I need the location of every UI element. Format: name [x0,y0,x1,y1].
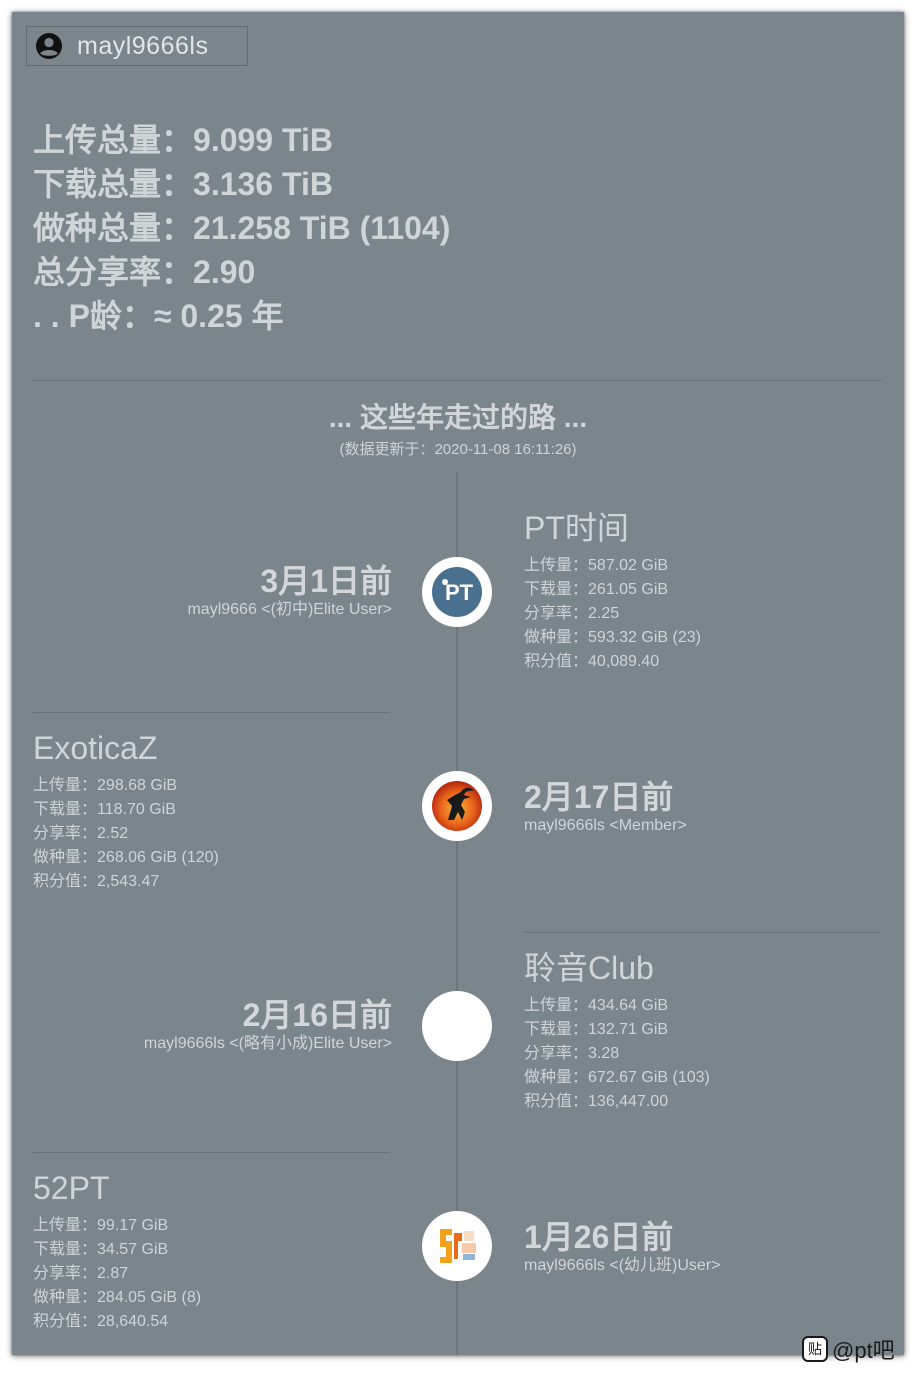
stat-label: 做种总量： [33,210,194,246]
entry-date-block: 3月1日前 mayl9666 <(初中)Elite User> [187,562,392,620]
52pt-logo-icon [440,1229,476,1263]
site-logo-52pt[interactable] [422,1211,492,1281]
site-stat: 上传量：298.68 GiB [33,777,178,794]
stat-value: 2.90 [193,254,256,290]
timeline-updated: (数据更新于：2020-11-08 16:11:26) [339,441,577,458]
stat-label: 上传总量： [33,122,194,158]
entry-date-block: 2月16日前 mayl9666ls <(略有小成)Elite User> [144,996,392,1054]
site-stat: 做种量：268.06 GiB (120) [33,849,219,866]
site-block-52pt: 52PT 上传量：99.17 GiB 下载量：34.57 GiB 分享率：2.8… [33,1168,201,1334]
site-stat: 分享率：2.87 [33,1265,129,1282]
entry-date: 2月17日前 [524,779,674,815]
stat-value: ≈ 0.25 年 [153,298,284,334]
site-name[interactable]: ExoticaZ [33,730,158,766]
site-stat: 做种量：672.67 GiB (103) [524,1069,710,1086]
stat-row-seeding: 做种总量：21.258 TiB (1104) [33,206,450,250]
site-stat: 上传量：434.64 GiB [524,997,669,1014]
username: mayl9666ls [77,31,209,60]
entry-date-block: 2月17日前 mayl9666ls <Member> [524,778,687,836]
stat-value: 3.136 TiB [193,166,333,202]
site-name[interactable]: PT时间 [524,510,629,546]
user-circle-icon [36,33,62,59]
stat-value: 21.258 TiB (1104) [193,210,451,246]
timeline-axis [456,472,458,1355]
site-stat: 上传量：587.02 GiB [524,557,669,574]
site-stat: 下载量：261.05 GiB [524,581,669,598]
divider [33,380,882,381]
profile-card: mayl9666ls 上传总量：9.099 TiB 下载总量：3.136 TiB… [12,12,904,1355]
site-stat: 分享率：2.25 [524,605,620,622]
site-stat: 分享率：3.28 [524,1045,620,1062]
entry-user: mayl9666ls <(略有小成)Elite User> [143,1035,392,1052]
stat-row-ratio: 总分享率：2.90 [33,250,450,294]
site-logo-lingyin[interactable] [422,991,492,1061]
entry-user: mayl9666ls <Member> [524,817,687,834]
pt-logo-text: PT [445,580,474,605]
entry-date: 3月1日前 [260,563,392,599]
stat-label: 总分享率： [33,254,194,290]
username-box[interactable]: mayl9666ls [26,26,248,66]
watermark: 贴 @pt吧 [802,1334,895,1364]
site-stat: 分享率：2.52 [33,825,129,842]
stat-value: 9.099 TiB [193,122,333,158]
divider [524,932,881,933]
site-stat: 积分值：2,543.47 [33,873,160,890]
site-name[interactable]: 聆音Club [524,950,654,986]
site-stat: 下载量：132.71 GiB [524,1021,669,1038]
entry-user: mayl9666 <(初中)Elite User> [187,601,392,618]
entry-date-block: 1月26日前 mayl9666ls <(幼儿班)User> [524,1218,721,1276]
exoticaz-logo-icon [432,781,482,831]
site-block-exoticaz: ExoticaZ 上传量：298.68 GiB 下载量：118.70 GiB 分… [33,728,219,894]
timeline-title: ... 这些年走过的路 ... [328,402,588,433]
site-stat: 做种量：593.32 GiB (23) [524,629,701,646]
stat-row-age: . . P龄：≈ 0.25 年 [33,294,450,338]
stat-label: . . P龄： [33,298,154,334]
site-logo-exoticaz[interactable] [422,771,492,841]
site-stat: 积分值：136,447.00 [524,1093,669,1110]
stat-row-upload: 上传总量：9.099 TiB [33,118,450,162]
divider [33,1152,390,1153]
site-logo-pt-time[interactable]: PT [422,557,492,627]
tieba-icon: 贴 [802,1336,828,1362]
site-stat: 积分值：40,089.40 [524,653,660,670]
site-stat: 下载量：34.57 GiB [33,1241,169,1258]
pt-time-logo-icon: PT [432,567,482,617]
site-stat: 上传量：99.17 GiB [33,1217,169,1234]
watermark-text: @pt吧 [832,1338,895,1363]
site-stat: 积分值：28,640.54 [33,1313,169,1330]
stat-row-download: 下载总量：3.136 TiB [33,162,450,206]
site-name[interactable]: 52PT [33,1170,110,1206]
stat-label: 下载总量： [33,166,194,202]
site-stat: 下载量：118.70 GiB [33,801,176,818]
total-stats: 上传总量：9.099 TiB 下载总量：3.136 TiB 做种总量：21.25… [33,118,450,338]
divider [33,712,390,713]
entry-user: mayl9666ls <(幼儿班)User> [524,1257,721,1274]
site-block-pt-time: PT时间 上传量：587.02 GiB 下载量：261.05 GiB 分享率：2… [524,508,701,674]
entry-date: 1月26日前 [524,1219,674,1255]
entry-date: 2月16日前 [242,997,392,1033]
site-stat: 做种量：284.05 GiB (8) [33,1289,202,1306]
site-block-lingyin: 聆音Club 上传量：434.64 GiB 下载量：132.71 GiB 分享率… [524,948,710,1114]
